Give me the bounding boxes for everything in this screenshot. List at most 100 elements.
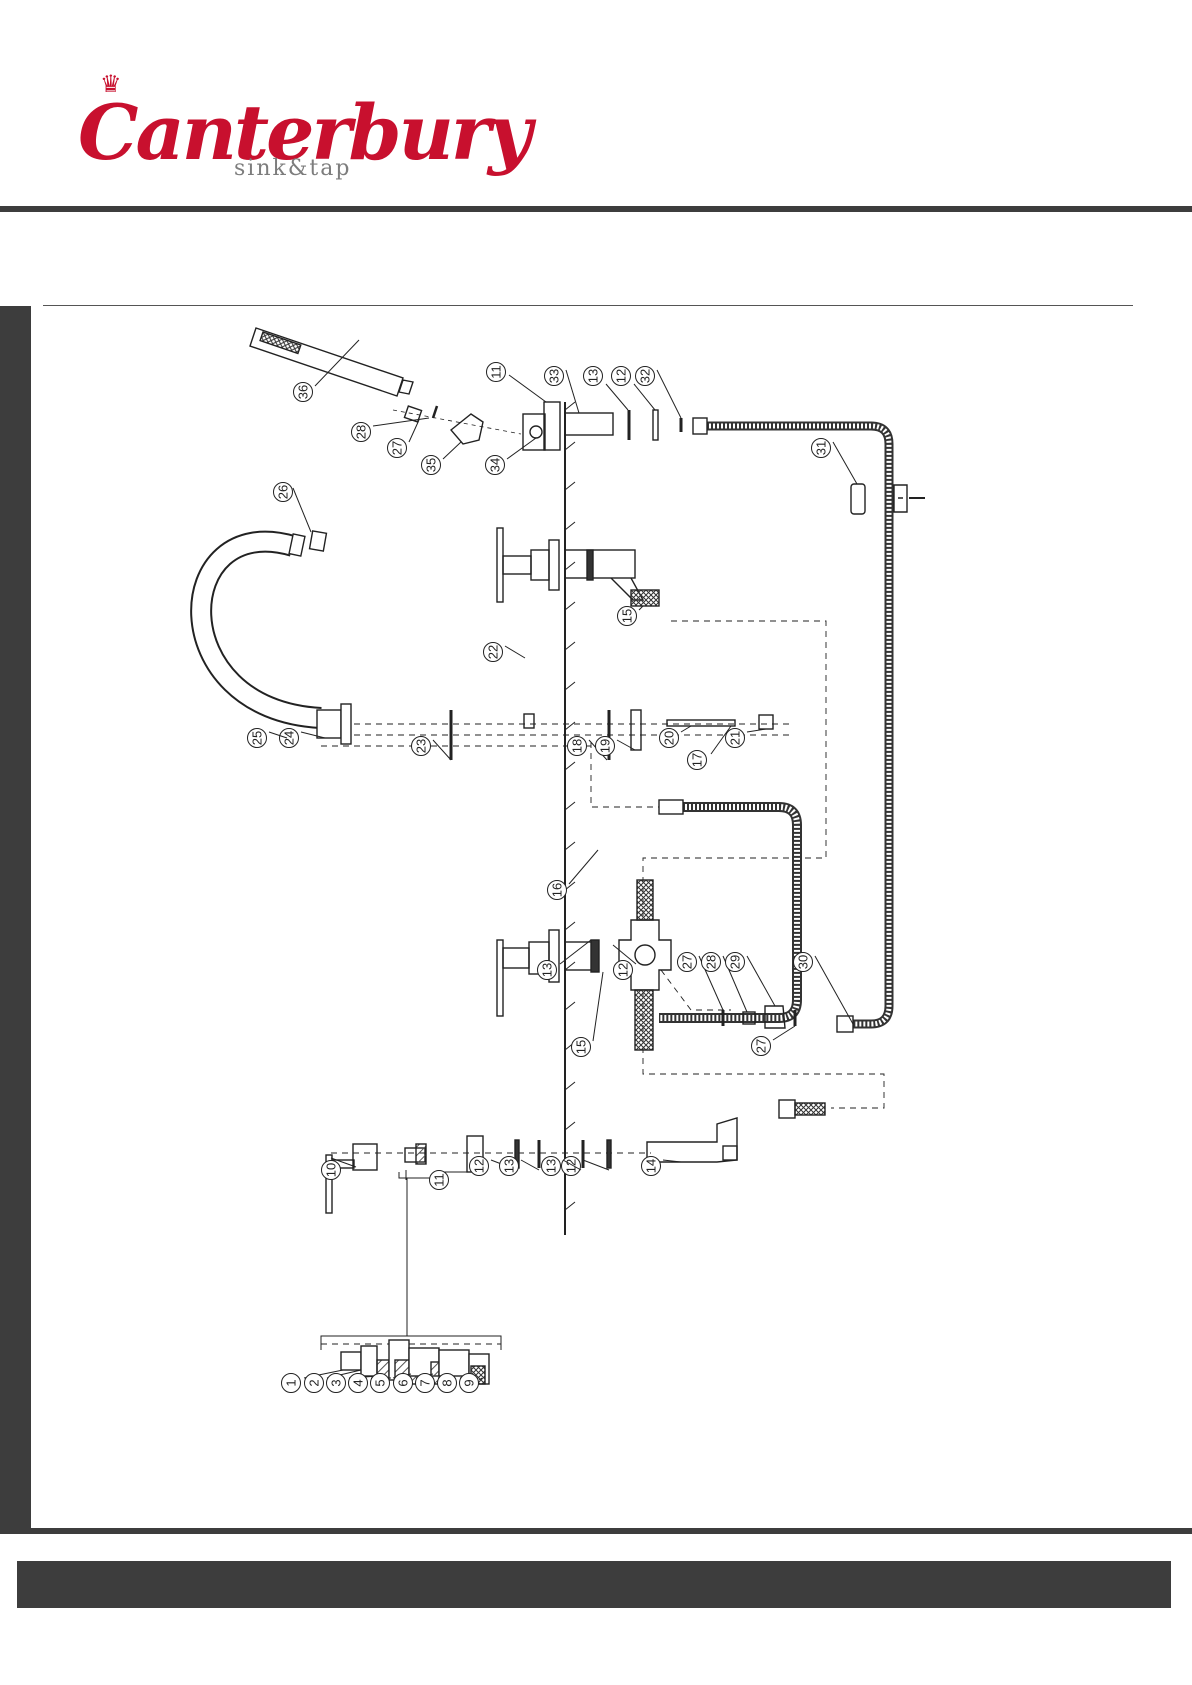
diverter-valve (497, 880, 671, 1050)
callout-leader (657, 370, 681, 418)
part-number-label: 28 (704, 955, 719, 969)
brand-tagline: sink&tap (234, 156, 351, 181)
footer-band (17, 1561, 1171, 1608)
part-number-label: 8 (440, 1379, 455, 1386)
lower-nut-12b (607, 1140, 611, 1168)
exploded-parts-diagram: 1234567891011111212121213131313141515161… (31, 310, 1161, 1525)
hose-guide (894, 485, 907, 512)
part-callout: 10 (322, 1158, 357, 1180)
callout-leader (507, 438, 536, 459)
header-divider (0, 206, 1192, 212)
part-number-label: 7 (418, 1379, 433, 1386)
part-number-label: 12 (564, 1159, 579, 1173)
part-number-label: 20 (662, 731, 677, 745)
part-callout: 31 (812, 439, 858, 485)
part-number-label: 21 (728, 731, 743, 745)
part-number-label: 36 (296, 385, 311, 399)
callout-leader (747, 729, 766, 732)
part-number-label: 10 (324, 1163, 339, 1177)
part-number-label: 13 (544, 1159, 559, 1173)
part-callout: 35 (422, 442, 462, 475)
part-number-label: 11 (432, 1173, 447, 1187)
part-number-label: 5 (373, 1379, 388, 1386)
callout-leader (409, 420, 419, 442)
part-number-label: 2 (307, 1379, 322, 1386)
callout-leader (606, 384, 628, 410)
spout-rod-20 (667, 720, 735, 726)
part-number-label: 17 (690, 753, 705, 767)
part-number-label: 29 (728, 955, 743, 969)
spout-aerator (310, 531, 327, 551)
part-number-label: 27 (754, 1039, 769, 1053)
part-number-label: 27 (680, 955, 695, 969)
part-number-label: 16 (550, 883, 565, 897)
part-number-label: 1 (284, 1379, 299, 1386)
part-callout: 30 (794, 953, 854, 1025)
part-callout: 23 (412, 737, 452, 761)
part-number-label: 4 (351, 1379, 366, 1386)
part-number-label: 19 (598, 739, 613, 753)
part-callout: 12 (562, 1157, 610, 1176)
content-top-rule (43, 305, 1133, 306)
part-callout: 14 (642, 1157, 682, 1176)
callout-leader (505, 646, 525, 658)
hand-shower (250, 328, 413, 396)
part-callout: 15 (618, 606, 644, 626)
part-callout: 17 (688, 726, 732, 770)
part-number-label: 33 (547, 369, 562, 383)
shower-outlet-body (523, 402, 613, 450)
footer-divider (0, 1528, 1192, 1534)
part-number-label: 12 (616, 963, 631, 977)
callout-leader (373, 418, 429, 426)
callout-leader (433, 740, 451, 760)
callout-leader (681, 726, 691, 732)
spout-clamp-19 (631, 710, 641, 750)
part-callout: 21 (726, 729, 767, 748)
part-callout: 11 (487, 363, 547, 403)
spout-nut-21 (759, 715, 773, 729)
part-number-label: 13 (540, 963, 555, 977)
spout-nut-22 (524, 714, 534, 728)
callout-leader (593, 972, 603, 1041)
part-number-label: 32 (638, 369, 653, 383)
part-number-label: 27 (390, 441, 405, 455)
part-number-label: 18 (570, 739, 585, 753)
part-number-label: 11 (489, 365, 504, 379)
part-number-label: 26 (276, 485, 291, 499)
connecting-hose (659, 807, 797, 1018)
part-number-label: 34 (488, 458, 503, 472)
callout-leader (443, 442, 461, 459)
cartridge-detail (321, 1290, 501, 1384)
hose-nut-bottom (837, 1016, 853, 1032)
cartridge (405, 1144, 426, 1164)
part-number-label: 30 (796, 955, 811, 969)
callout-leader (815, 956, 853, 1024)
brand-logo: ♛ Canterbury sink&tap (78, 66, 418, 206)
hose-17-nut (659, 800, 683, 814)
part-number-label: 6 (396, 1379, 411, 1386)
lower-hose (795, 1103, 825, 1115)
upper-handle-valve (497, 528, 659, 606)
part-number-label: 23 (414, 739, 429, 753)
part-callout: 11 (430, 1171, 472, 1190)
hose-weight (851, 484, 865, 514)
callout-leader (569, 850, 598, 884)
surface-hatching (565, 402, 575, 1210)
part-number-label: 12 (614, 369, 629, 383)
spout (201, 534, 351, 744)
part-callout: 20 (660, 726, 692, 748)
part-callout: 27 (752, 1026, 796, 1056)
outlet-nut-12 (653, 410, 658, 440)
callout-leader (747, 956, 775, 1006)
callout-leader (566, 370, 579, 413)
part-number-label: 35 (424, 458, 439, 472)
hand-shower-washer (433, 406, 437, 418)
callout-leader (617, 740, 635, 750)
part-number-label: 15 (620, 609, 635, 623)
part-number-label: 13 (502, 1159, 517, 1173)
part-number-label: 9 (462, 1379, 477, 1386)
callout-leader (634, 384, 655, 410)
part-number-label: 15 (574, 1040, 589, 1054)
part-number-label: 28 (354, 425, 369, 439)
part-callout: 33 (545, 367, 580, 414)
